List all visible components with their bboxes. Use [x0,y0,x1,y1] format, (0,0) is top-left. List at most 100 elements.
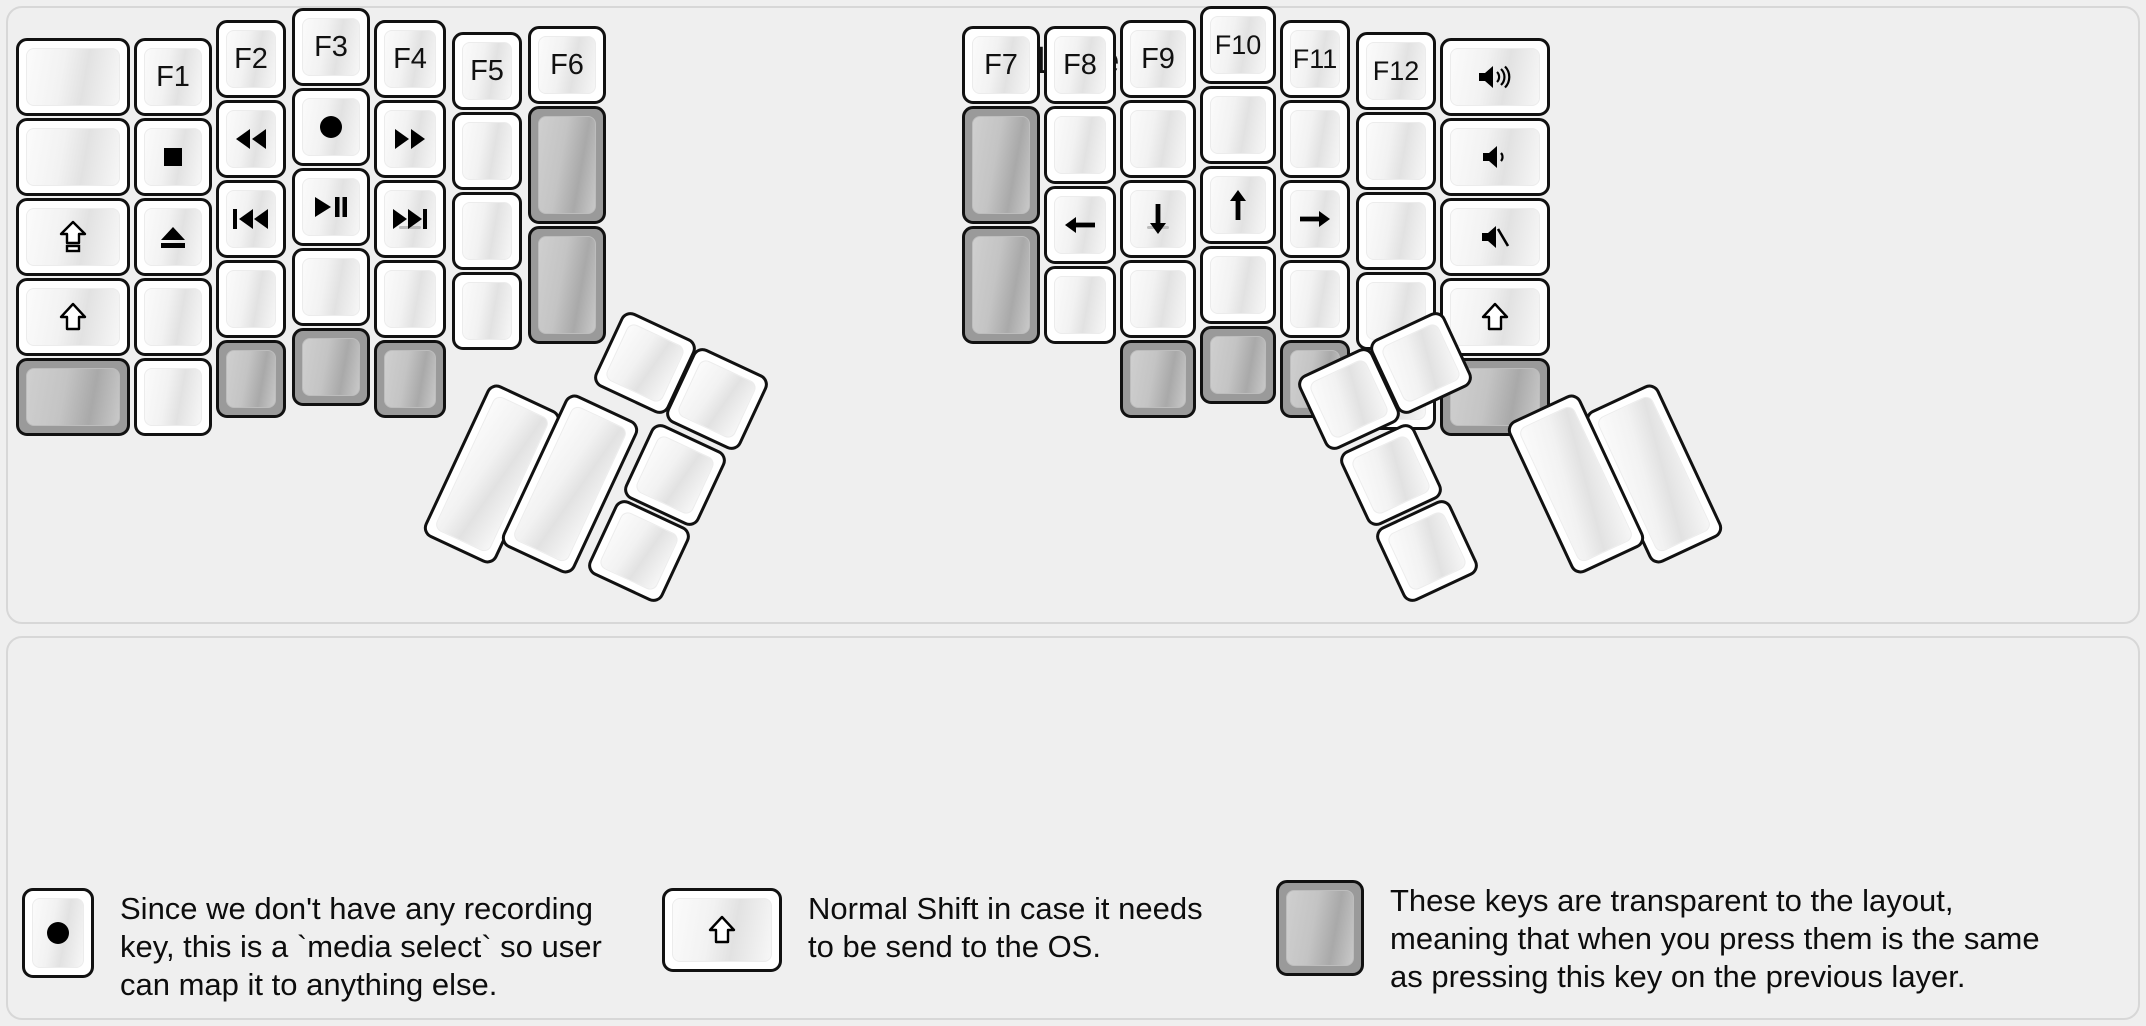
keycap-face [538,236,596,334]
key-right-thumb-column-2[interactable] [962,226,1040,344]
key-right-thumb-column-0[interactable]: F7 [962,26,1040,104]
key-left-pinky-3[interactable] [134,278,212,356]
legend-item-2: These keys are transparent to the layout… [1276,880,2040,995]
key-left-middle-1[interactable] [292,88,370,166]
key-right-pinky-outer-3[interactable] [1440,278,1550,356]
key-left-pinky-0[interactable]: F1 [134,38,212,116]
key-left-pinky-outer-2[interactable] [16,198,130,276]
keycap-face [462,282,512,340]
key-left-index-inner-3[interactable] [452,272,522,350]
shift-up-arrow-icon [1451,289,1539,345]
keycap-label: F10 [1214,29,1262,60]
key-right-ring-3[interactable] [1280,260,1350,338]
media-play-pause-icon [303,179,359,235]
keycap-face [144,208,202,266]
keycap-face [26,288,120,346]
keycap-label: F11 [1292,43,1338,74]
key-left-middle-0[interactable]: F3 [292,8,370,86]
keycap-face [1210,256,1266,314]
keycap-face [26,128,120,186]
key-left-ring-3[interactable] [216,260,286,338]
key-right-index-2[interactable] [1120,180,1196,258]
key-left-pinky-outer-0[interactable] [16,38,130,116]
key-left-pinky-outer-1[interactable] [16,118,130,196]
key-right-pinky-outer-2[interactable] [1440,198,1550,276]
legend-item-0: Since we don't have any recording key, t… [22,888,602,1003]
key-right-pinky-1[interactable] [1356,112,1436,190]
key-right-index-3[interactable] [1120,260,1196,338]
key-left-pinky-outer-4[interactable] [16,358,130,436]
key-right-middle-0[interactable]: F10 [1200,6,1276,84]
key-right-ring-2[interactable] [1280,180,1350,258]
key-right-pinky-outer-1[interactable] [1440,118,1550,196]
keycap-face [1349,433,1433,517]
keycap-face [226,270,276,328]
keycap-face [597,509,681,593]
keycap-face [32,898,84,968]
volume-up-icon [1451,49,1539,105]
keycap-face [1450,208,1540,266]
key-right-middle-3[interactable] [1200,246,1276,324]
key-right-pinky-outer-0[interactable] [1440,38,1550,116]
key-left-thumb-column-0[interactable]: F6 [528,26,606,104]
keycap-face: F1 [144,48,202,106]
key-right-index-0[interactable]: F9 [1120,20,1196,98]
key-left-pinky-outer-3[interactable] [16,278,130,356]
shift-up-arrow-icon [673,899,771,961]
keycap-face: F11 [1290,30,1340,88]
keycap-face [538,116,596,214]
key-left-thumb-column-1[interactable] [528,106,606,224]
key-left-index-0[interactable]: F4 [374,20,446,98]
keycap-face [1054,196,1106,254]
key-left-index-inner-0[interactable]: F5 [452,32,522,110]
key-left-pinky-1[interactable] [134,118,212,196]
keycap-face [1286,890,1354,966]
key-left-pinky-4[interactable] [134,358,212,436]
keycap-face: F5 [462,42,512,100]
key-right-index-inner-0[interactable]: F8 [1044,26,1116,104]
key-left-index-4[interactable] [374,340,446,418]
media-next-track-icon [385,191,435,247]
key-left-pinky-2[interactable] [134,198,212,276]
keycap-face: F6 [538,36,596,94]
keycap-face [384,110,436,168]
key-left-thumb-column-2[interactable] [528,226,606,344]
keycap-face [384,270,436,328]
key-right-middle-2[interactable] [1200,166,1276,244]
key-right-index-inner-1[interactable] [1044,106,1116,184]
keycap-face [1385,509,1469,593]
key-right-ring-1[interactable] [1280,100,1350,178]
key-left-ring-1[interactable] [216,100,286,178]
key-left-ring-4[interactable] [216,340,286,418]
key-right-index-inner-2[interactable] [1044,186,1116,264]
keycap-face [144,368,202,426]
key-left-index-2[interactable] [374,180,446,258]
key-left-middle-2[interactable] [292,168,370,246]
key-right-index-4[interactable] [1120,340,1196,418]
key-right-middle-1[interactable] [1200,86,1276,164]
keycap-face [1450,288,1540,346]
keycap-face [675,357,759,441]
key-right-ring-0[interactable]: F11 [1280,20,1350,98]
keycap-face [1307,357,1391,441]
key-right-index-1[interactable] [1120,100,1196,178]
keycap-face: F3 [302,18,360,76]
key-right-index-inner-3[interactable] [1044,266,1116,344]
key-left-ring-2[interactable] [216,180,286,258]
key-left-index-inner-1[interactable] [452,112,522,190]
key-left-middle-4[interactable] [292,328,370,406]
keycap-face [462,202,512,260]
key-left-index-inner-2[interactable] [452,192,522,270]
key-left-index-1[interactable] [374,100,446,178]
keycap-face [633,433,717,517]
keycap-face [384,190,436,248]
key-right-thumb-column-1[interactable] [962,106,1040,224]
key-right-pinky-0[interactable]: F12 [1356,32,1436,110]
key-left-middle-3[interactable] [292,248,370,326]
keycap-face [1210,336,1266,394]
key-left-index-3[interactable] [374,260,446,338]
key-right-pinky-2[interactable] [1356,192,1436,270]
media-eject-icon [145,209,201,265]
key-left-ring-0[interactable]: F2 [216,20,286,98]
key-right-middle-4[interactable] [1200,326,1276,404]
